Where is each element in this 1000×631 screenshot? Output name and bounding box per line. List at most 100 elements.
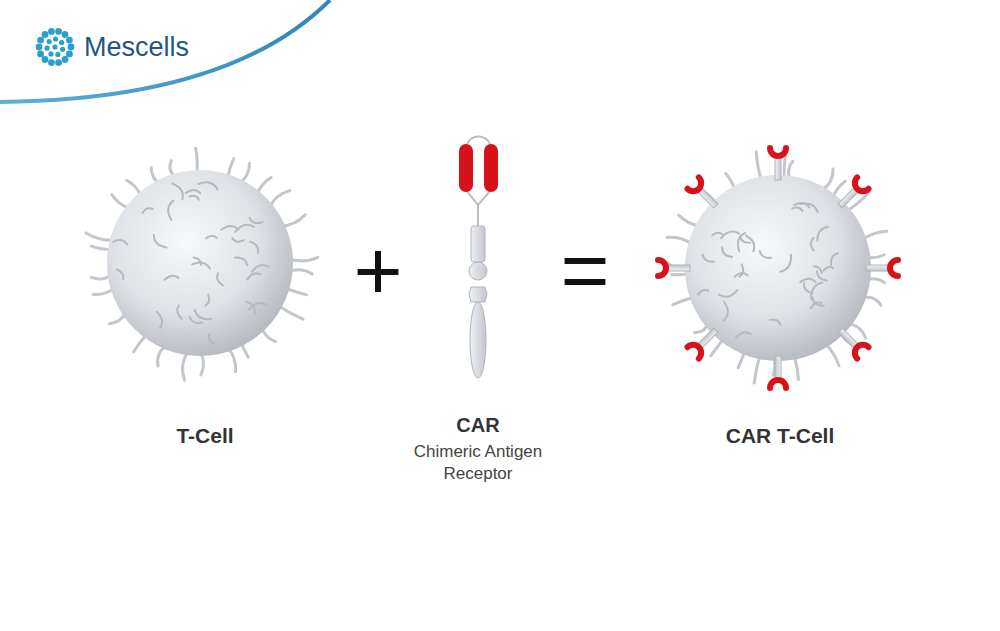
cell-spike [183, 351, 189, 380]
cell-spike [281, 215, 305, 226]
cell-wisp [760, 251, 771, 258]
logo-dot [66, 37, 73, 44]
cell-body [685, 175, 871, 361]
cell-wisp [209, 334, 214, 343]
car-receptor [866, 260, 898, 276]
logo-dot [37, 37, 44, 44]
cell-wisp [154, 235, 167, 248]
receptor-head [852, 342, 869, 359]
logo-dot [55, 59, 62, 66]
car-t-cell-figure [658, 148, 898, 388]
logo-dot [68, 44, 75, 51]
cell-wisp [142, 208, 152, 213]
logo-dot [62, 31, 69, 38]
cell-wisp [206, 236, 217, 238]
receptor-stem [866, 265, 890, 271]
logo-text: Mescells [84, 34, 189, 61]
receptor-stem [666, 265, 690, 271]
cell-wisp [831, 253, 838, 265]
cell-wisp [186, 190, 200, 193]
cell-wisp [739, 264, 743, 276]
cell-wisp [780, 255, 791, 272]
car-receptor [687, 325, 721, 359]
cell-wisp [117, 270, 124, 280]
receptor-transmembrane [469, 262, 487, 280]
cell-wisp [252, 265, 269, 272]
car-receptor-figure [459, 137, 498, 379]
cell-wisp [738, 233, 745, 252]
cell-wisp [702, 255, 713, 262]
car-receptor [770, 356, 786, 388]
receptor-head [852, 177, 869, 194]
cell-wisp [723, 301, 727, 320]
cell-label: T-Cell [176, 425, 233, 446]
cell-wisp [172, 184, 182, 200]
cell-wisp [698, 290, 708, 295]
cell-spike [86, 233, 114, 240]
cell-body [107, 170, 293, 356]
receptor-head [687, 177, 704, 194]
receptor-label: CAR [456, 415, 499, 435]
car-receptor [770, 148, 786, 180]
cell-wisp [719, 290, 737, 297]
logo-dot [48, 59, 55, 66]
cell-label: CAR T-Cell [726, 425, 835, 446]
logo-dot [55, 52, 60, 57]
cell-wisp [746, 236, 754, 252]
cell-wisp [193, 257, 201, 265]
receptor-head [658, 260, 666, 276]
plus-sign: + [353, 228, 402, 312]
logo-dot [47, 39, 52, 44]
cell-wisp [823, 267, 833, 271]
logo-dot [48, 28, 55, 35]
car-receptor [687, 177, 721, 211]
cell-wisp [804, 283, 812, 294]
cell-wisp [232, 238, 243, 241]
cell-wisp [792, 207, 802, 211]
logo-dot [37, 51, 44, 58]
cell-wisp [800, 279, 815, 282]
logo-dot [44, 46, 49, 51]
cell-spike [289, 257, 318, 261]
cell-wisp [770, 320, 781, 325]
cell-spike [756, 152, 761, 181]
logo-dot [59, 40, 64, 45]
logo-dot [48, 51, 53, 56]
car-receptor [835, 325, 869, 359]
logo-dot [55, 28, 62, 35]
cell-wisp [177, 305, 182, 319]
cell-wisp [247, 273, 260, 279]
receptor-stem [775, 356, 781, 380]
cell-wisp [205, 295, 209, 306]
logo-dot [36, 44, 43, 51]
cell-wisp [817, 227, 828, 241]
receptor-head [770, 380, 786, 388]
logo-dot [60, 47, 65, 52]
cell-wisp [722, 247, 732, 257]
cell-wisp [811, 283, 822, 299]
logo-dot [42, 56, 49, 63]
cell-wisp [168, 201, 173, 220]
cell-wisp [198, 182, 217, 189]
receptor-head [687, 342, 704, 359]
cell-wisp [250, 242, 258, 253]
cell-wisp [721, 232, 739, 239]
logo-dot [62, 56, 69, 63]
cell-wisp [165, 276, 179, 280]
cell-wisp [817, 271, 827, 280]
logo-dot [53, 36, 58, 41]
receptor-stem [775, 156, 781, 180]
receptor-costim [469, 287, 487, 302]
logo-dot [42, 31, 49, 38]
receptor-domain-red [484, 144, 498, 192]
cell-wisp [811, 238, 814, 250]
cell-spike [278, 306, 303, 320]
cell-wisp [736, 332, 751, 337]
t-cell-figure [86, 149, 318, 381]
cell-wisp [811, 302, 822, 308]
cell-wisp [217, 273, 223, 285]
cell-wisp [195, 310, 212, 319]
cell-wisp [250, 218, 263, 223]
receptor-head [770, 148, 786, 156]
